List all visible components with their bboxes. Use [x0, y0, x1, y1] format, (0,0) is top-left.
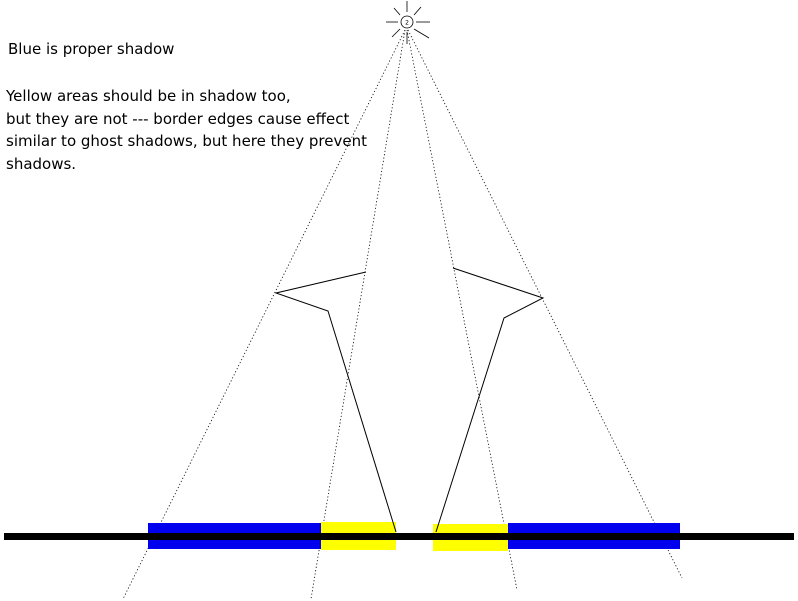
light-rays [122, 29, 683, 600]
caption-proper-shadow: Blue is proper shadow [8, 40, 175, 58]
light-label: 2 [405, 20, 409, 27]
right-occluder [435, 267, 545, 533]
caption-missing-shadow: Yellow areas should be in shadow too, bu… [6, 85, 367, 175]
caption-line: shadows. [6, 154, 77, 173]
caption-line: Yellow areas should be in shadow too, [6, 87, 291, 105]
light-ray-outer-left [122, 29, 406, 600]
caption-line: similar to ghost shadows, but here they … [6, 132, 367, 150]
caption-line: but they are not --- border edges cause … [6, 109, 350, 128]
light-ray-inner-right [406, 29, 518, 591]
ground-line [4, 533, 794, 540]
light-bulb [400, 15, 414, 29]
light-ray-outer-right [407, 29, 683, 579]
sun-light-icon: 2 [386, 1, 430, 44]
light-ray-inner-left [310, 29, 406, 600]
left-occluder [274, 271, 397, 533]
